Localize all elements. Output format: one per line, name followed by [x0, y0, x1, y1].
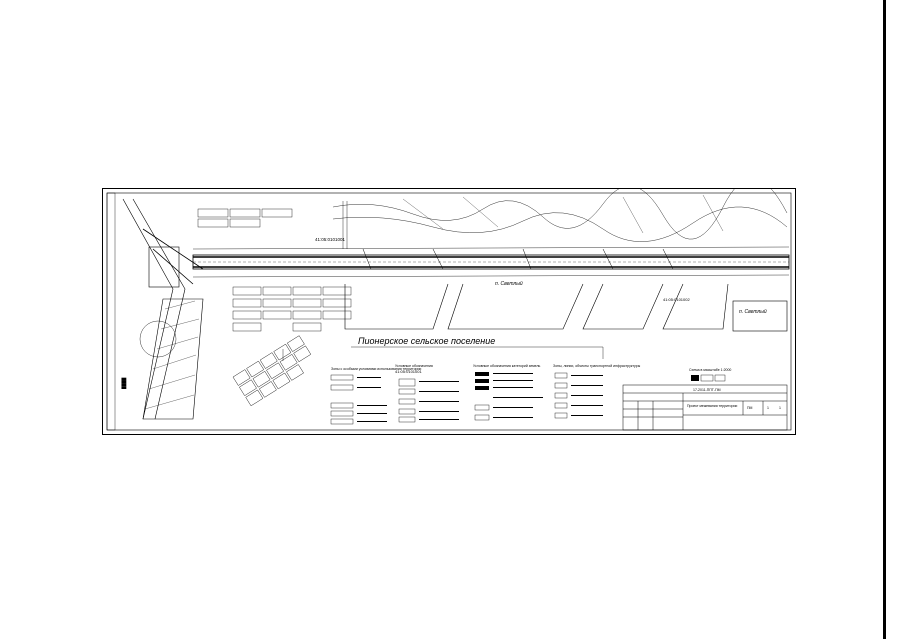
- site-plan-drawing: ████ Пионерское сельское поселение: [106, 189, 792, 431]
- legend-column-3: Условные обозначения категорий земель: [473, 364, 543, 421]
- legend-heading-2: Условные обозначения: [395, 364, 433, 368]
- scale-schematic: Схема в масштабе 1:2000: [689, 368, 731, 382]
- title-project: Проект межевания территории: [687, 404, 737, 408]
- legend-column-4: Зоны, линии, объекты транспортной инфрас…: [553, 364, 641, 419]
- scale-note: Схема в масштабе 1:2000: [689, 368, 731, 372]
- title-stage: ПМ: [747, 406, 753, 410]
- drawing-sheet: ████ Пионерское сельское поселение: [102, 188, 796, 435]
- corner-label: п. Светлый: [739, 308, 767, 315]
- title-sheets: 1: [779, 406, 781, 410]
- title-code: 17-2011-ППТ-ПМ: [693, 388, 721, 392]
- title-sheet: 1: [767, 406, 769, 410]
- cadastral-top: 41:05:0101001: [315, 237, 346, 242]
- cadastral-legend: 41:05:0101001: [395, 369, 422, 374]
- scan-edge-bar: [883, 0, 886, 639]
- legend-heading-4: Зоны, линии, объекты транспортной инфрас…: [553, 364, 641, 368]
- legend-heading-1: Зоны с особыми условиями использования т…: [331, 367, 421, 371]
- cadastral-right: 41:05:0101002: [663, 297, 690, 302]
- legend-column-2: Условные обозначения 41:05:0101001: [395, 364, 459, 423]
- road-label: п. Светлый: [495, 280, 523, 287]
- svg-text:████: ████: [121, 377, 127, 389]
- legend-heading-3: Условные обозначения категорий земель: [473, 364, 541, 368]
- title-block: [622, 384, 788, 431]
- legend-column-1: Зоны с особыми условиями использования т…: [330, 367, 421, 425]
- settlement-label: Пионерское сельское поселение: [358, 336, 495, 346]
